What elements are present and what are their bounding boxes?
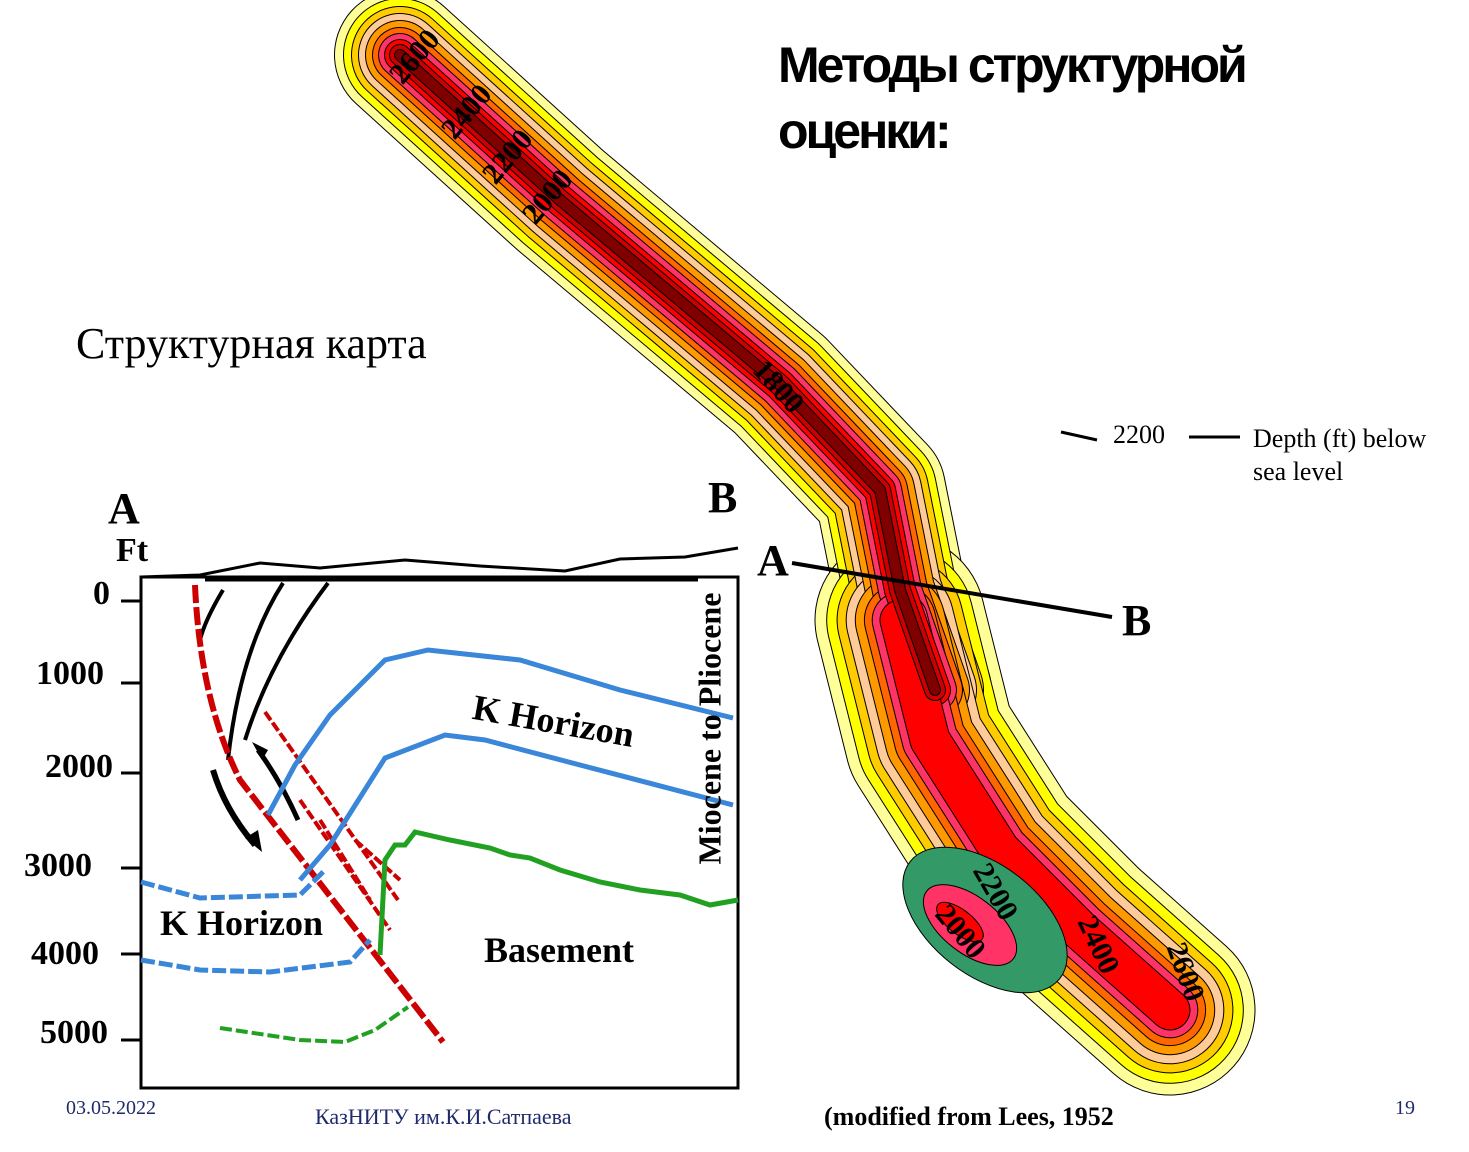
section-label-b: B	[708, 473, 738, 522]
depth-tick: 5000	[40, 1014, 108, 1051]
footer-date: 03.05.2022	[66, 1097, 156, 1119]
legend-description: Depth (ft) below sea level	[1253, 422, 1426, 488]
basement-dashed	[219, 1005, 410, 1045]
legend-line-1: Depth (ft) below	[1253, 424, 1427, 453]
title-line-1: Методы структурной	[778, 37, 1248, 93]
depth-tick: 3000	[24, 847, 92, 884]
contour-band	[880, 600, 1190, 1030]
map-point-b: B	[1122, 596, 1152, 645]
depth-tick: 1000	[36, 655, 104, 692]
page-number: 19	[1395, 1097, 1415, 1119]
title-line-2: оценки:	[778, 103, 952, 159]
contour-bands	[334, 0, 1256, 1096]
contour-band	[395, 50, 940, 695]
footer-organization: КазНИТУ им.К.И.Сатпаева	[315, 1104, 572, 1129]
subtitle: Структурная карта	[76, 319, 427, 368]
section-line-ab	[791, 561, 1113, 619]
depth-tick: 4000	[31, 935, 99, 972]
map-point-a: A	[757, 536, 789, 585]
topography	[140, 546, 739, 579]
lower-closure	[902, 846, 1068, 994]
k-horizon-lines	[140, 647, 734, 975]
basement-top	[377, 829, 739, 956]
depth-tick: 2000	[45, 748, 113, 785]
basement-label: Basement	[484, 930, 634, 970]
miocene-label: Miocene to Pliocene	[691, 592, 728, 865]
slide-title: Методы структурной оценки:	[778, 32, 1248, 164]
cross-section	[121, 546, 740, 1090]
depth-tick: 0	[93, 575, 110, 612]
legend-contour-sample	[1060, 430, 1098, 442]
minor-faults	[263, 710, 402, 932]
k-horizon-label-left: K Horizon	[160, 903, 323, 943]
main-fault	[192, 584, 446, 1044]
section-label-a: A	[108, 484, 140, 533]
unit-label: Ft	[116, 532, 149, 569]
footer-source: (modified from Lees, 1952	[824, 1102, 1114, 1131]
legend-contour-value: 2200	[1113, 420, 1165, 449]
legend-line-2: sea level	[1253, 457, 1344, 486]
depth-tick-marks	[121, 599, 141, 1042]
